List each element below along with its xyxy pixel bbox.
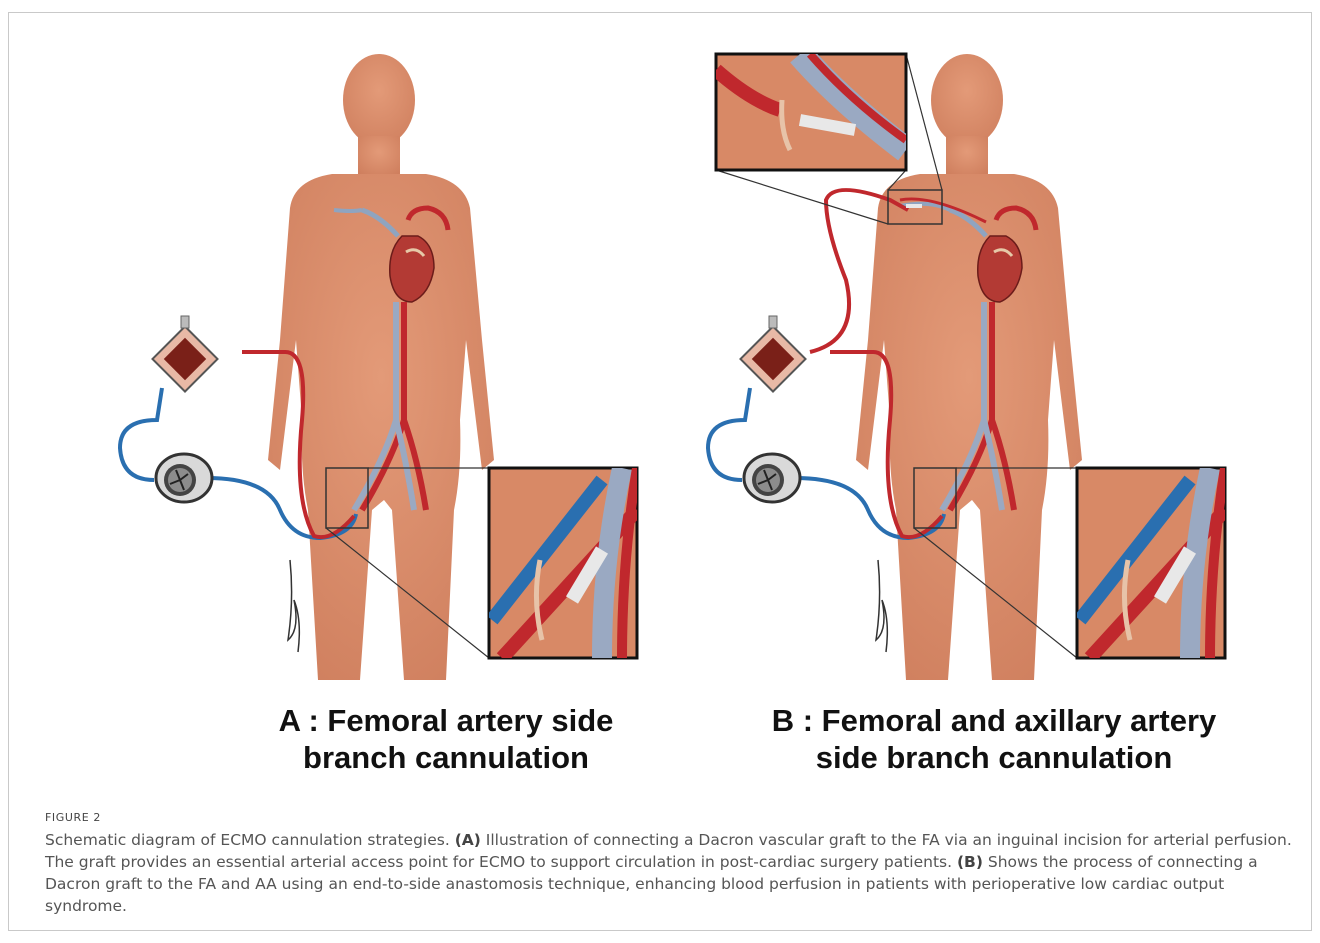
centrifugal-pump-icon — [744, 454, 800, 502]
caption-intro: Schematic diagram of ECMO cannulation st… — [45, 831, 455, 849]
magnified-inset — [1077, 468, 1225, 658]
centrifugal-pump-icon — [156, 454, 212, 502]
panel-b-title-line2: side branch cannulation — [734, 739, 1254, 776]
panel-a-title-line1: A : Femoral artery side — [186, 702, 706, 739]
caption-b-marker: (B) — [957, 853, 983, 871]
magnified-inset — [489, 468, 637, 658]
artist-signature — [288, 560, 299, 652]
panel-b-title: B : Femoral and axillary artery side bra… — [734, 702, 1254, 776]
magnified-inset — [716, 54, 906, 170]
figure-caption: Schematic diagram of ECMO cannulation st… — [45, 829, 1305, 917]
panel-a-title-line2: branch cannulation — [186, 739, 706, 776]
artist-signature — [876, 560, 887, 652]
panel-b-illustration — [650, 40, 1240, 700]
caption-a-marker: (A) — [455, 831, 481, 849]
panel-a-illustration — [62, 40, 652, 700]
oxygenator-icon — [152, 316, 217, 392]
panel-b-title-line1: B : Femoral and axillary artery — [734, 702, 1254, 739]
panel-a-title: A : Femoral artery side branch cannulati… — [186, 702, 706, 776]
oxygenator-icon — [740, 316, 805, 392]
figure-label: FIGURE 2 — [45, 811, 101, 824]
